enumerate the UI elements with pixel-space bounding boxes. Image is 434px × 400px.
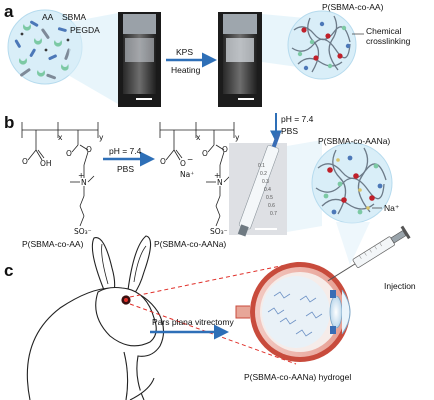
dashed-guide-bottom	[129, 303, 297, 365]
pbs-label: PBS	[117, 164, 135, 174]
left-sub-y: y	[99, 133, 104, 142]
right-ester-o2: O	[222, 145, 228, 154]
arrow-label-heating: Heating	[171, 65, 201, 75]
rabbit-inner-ear	[101, 243, 147, 285]
right-ester-o1: O	[202, 149, 208, 158]
rabbit-eye	[121, 295, 131, 305]
procedure-label: Pars plana vitrectomy	[152, 317, 234, 327]
network-circle	[287, 10, 357, 80]
right-carbonyl-o: O	[160, 157, 166, 166]
hydrogel-name-label: P(SBMA-co-AANa)	[318, 136, 391, 146]
eye-cross-section	[235, 262, 351, 362]
vial-photo-before	[118, 12, 161, 107]
left-nitrogen: N	[81, 178, 87, 187]
syringe-mark-0.2: 0.2	[260, 171, 267, 177]
vial-photo-after	[218, 12, 262, 107]
rabbit-illustration	[26, 235, 165, 400]
down-ph-label: pH = 7.4	[281, 114, 314, 124]
na-label: Na⁺	[384, 203, 400, 213]
right-polymer-name: P(SBMA-co-AANa)	[154, 239, 227, 249]
crosslink-label-1: Chemical	[366, 26, 402, 36]
injection-label: Injection	[384, 281, 416, 291]
product-label: P(SBMA-co-AA)	[322, 2, 384, 12]
syringe-photo	[229, 132, 287, 237]
spotlight-cone-1	[68, 13, 118, 104]
structure-right	[159, 122, 235, 227]
syringe-mark-0.6: 0.6	[268, 203, 275, 209]
left-plus: +	[78, 171, 85, 180]
left-sub-x: x	[58, 133, 63, 142]
panel-letter-b: b	[4, 113, 15, 132]
legend-pegda: PEGDA	[70, 25, 100, 35]
crosslink-label-2: crosslinking	[366, 36, 411, 46]
syringe-mark-0.5: 0.5	[266, 195, 273, 201]
left-acid-o: O	[22, 157, 28, 166]
left-polymer-name: P(SBMA-co-AA)	[22, 239, 84, 249]
panel-letter-c: c	[4, 261, 14, 280]
left-ester-o1: O	[66, 149, 72, 158]
spotlight-cone-4	[336, 222, 370, 265]
spotlight-cone-3	[287, 140, 322, 232]
syringe-mark-0.7: 0.7	[270, 211, 277, 217]
right-sub-y: y	[235, 133, 240, 142]
left-ester-o2: O	[86, 145, 92, 154]
right-plus: +	[214, 171, 221, 180]
monomer-circle	[7, 9, 83, 85]
injection-syringe	[327, 225, 411, 282]
syringe-mark-0.3: 0.3	[262, 179, 269, 185]
arrow-label-kps: KPS	[176, 47, 194, 57]
right-sub-x: x	[196, 133, 201, 142]
left-sulfonate: SO₃⁻	[74, 227, 92, 236]
right-carboxylate-minus: −	[187, 155, 194, 164]
syringe-mark-0.1: 0.1	[258, 163, 265, 169]
left-acid-oh: OH	[40, 159, 52, 168]
syringe-mark-0.4: 0.4	[264, 187, 271, 193]
hydrogel-label: P(SBMA-co-AANa) hydrogel	[244, 372, 352, 382]
ph-label: pH = 7.4	[109, 146, 142, 156]
panel-letter-a: a	[4, 2, 14, 21]
right-carboxylate-o: O	[180, 159, 186, 168]
down-pbs-label: PBS	[281, 126, 299, 136]
legend-aa: AA	[42, 12, 54, 22]
dashed-guide-top	[129, 261, 301, 298]
hydrogel-network-circle	[311, 142, 393, 224]
right-sulfonate: SO₃⁻	[210, 227, 228, 236]
right-nitrogen: N	[217, 178, 223, 187]
structure-left	[21, 122, 99, 227]
legend-sbma: SBMA	[62, 12, 87, 22]
right-sodium: Na⁺	[180, 170, 195, 179]
